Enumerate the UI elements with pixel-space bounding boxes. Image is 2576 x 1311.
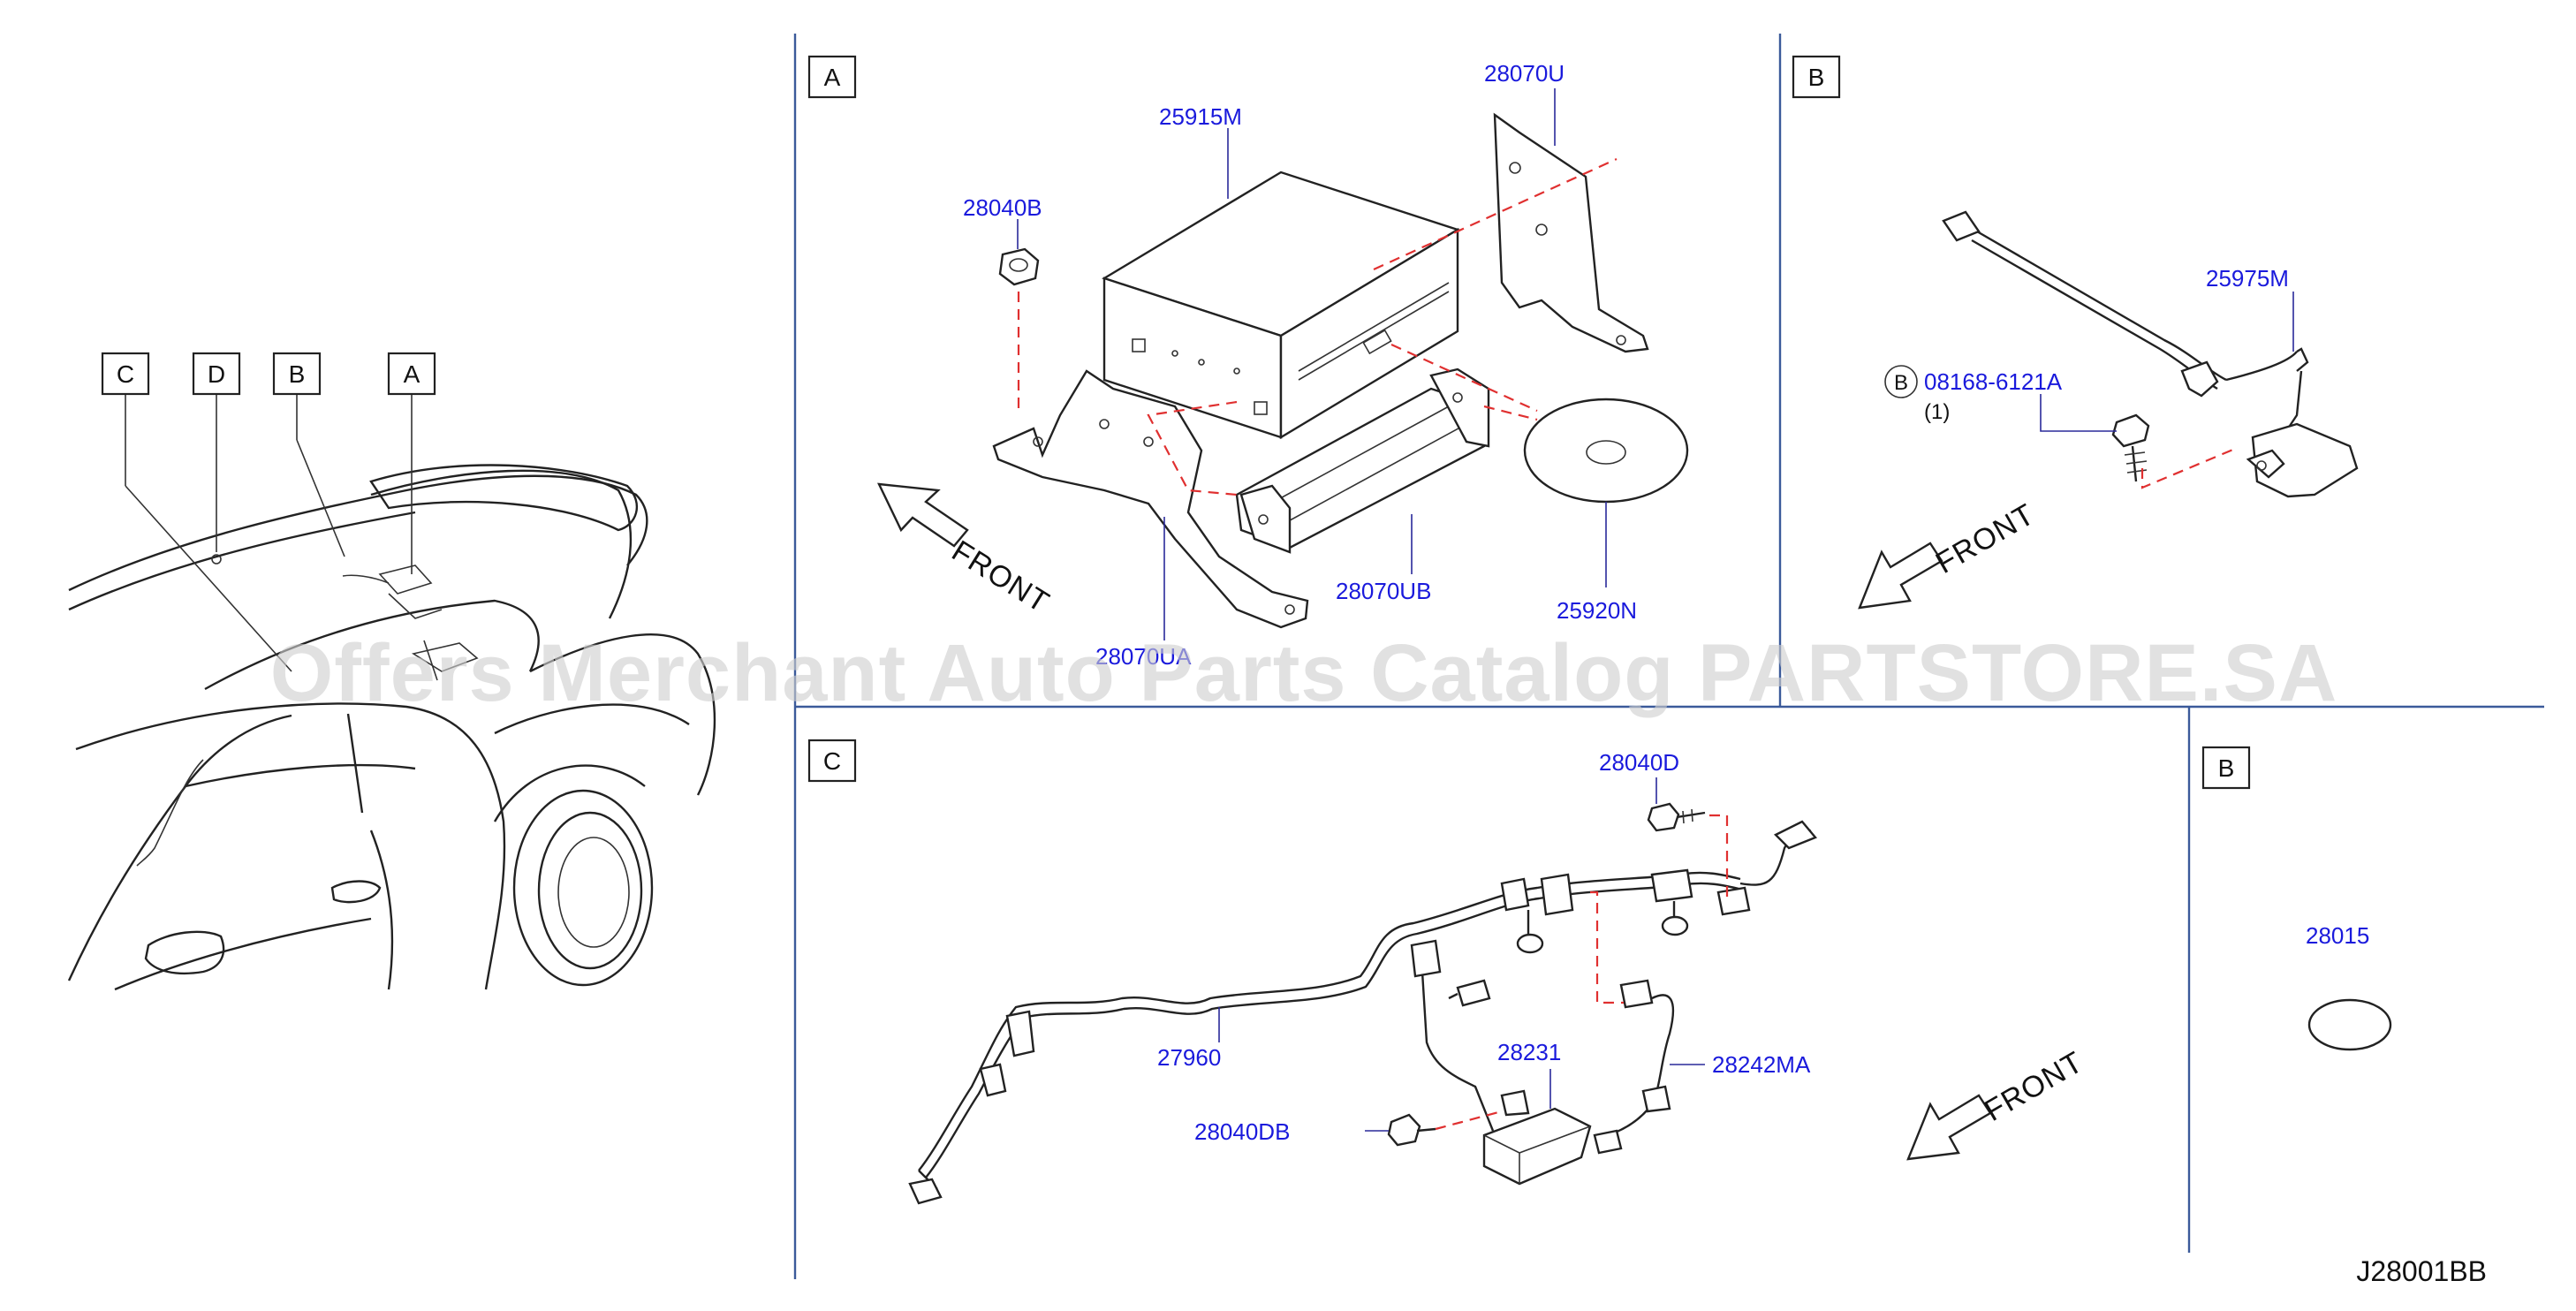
front-arrow-icon [1906,1094,1992,1161]
callout-28040b[interactable]: 28040B [963,194,1042,221]
callout-28242ma[interactable]: 28242MA [1712,1051,1811,1078]
callout-25920n[interactable]: 25920N [1557,597,1637,624]
callout-28040db[interactable]: 28040DB [1194,1118,1290,1145]
nav-unit-25915m[interactable] [1102,171,1460,440]
callout-28015[interactable]: 28015 [2306,922,2369,949]
bracket-28070u[interactable] [1493,112,1649,353]
bracket-28070ua[interactable] [992,369,1309,629]
panel-a-tag-box [807,55,857,99]
panel-b-top-front-label: FRONT [1930,497,2041,580]
nut-28040b[interactable] [998,247,1040,286]
panel-b-top-tag-box [1792,55,1841,99]
panel-a-front-label: FRONT [946,534,1056,620]
callout-08168-6121a[interactable]: 08168-6121A [1924,368,2063,395]
screw-28040db[interactable] [1387,1113,1436,1147]
panel-b-top-tag: B [1808,64,1825,91]
view-tag-b-label: B [289,360,306,388]
pad-28015[interactable] [2307,998,2392,1051]
panel-c-tag: C [823,747,841,775]
callout-28070ub[interactable]: 28070UB [1336,578,1431,604]
vehicle-overview [67,393,716,991]
view-tag-c[interactable]: C [101,352,150,396]
panel-b-bottom-tag-box [2201,746,2251,790]
panel-b-bottom-tag: B [2218,754,2235,782]
view-tag-a[interactable]: A [387,352,436,396]
panel-dividers [793,34,2544,1279]
bolt-prefix-label: B [1894,371,1908,395]
callout-28070u[interactable]: 28070U [1484,60,1565,87]
figure-code: J28001BB [2356,1255,2487,1287]
view-tag-b[interactable]: B [272,352,322,396]
view-tag-d-label: D [208,360,225,388]
view-tag-c-label: C [117,360,134,388]
antenna-cable-25975m[interactable] [1942,210,2359,498]
panel-c: C [807,739,2089,1205]
view-tag-a-label: A [404,360,420,388]
callout-28070ua[interactable]: 28070UA [1095,643,1192,670]
view-tag-d[interactable]: D [192,352,241,396]
harness-28242ma[interactable] [1593,979,1675,1155]
panel-c-front-label: FRONT [1979,1045,2089,1128]
callout-qty: (1) [1924,400,1950,424]
clip-28040d[interactable] [1647,802,1706,832]
tray-28070ub[interactable] [1235,368,1490,554]
front-arrow-icon [876,482,969,548]
harness-27960[interactable] [908,820,1817,1205]
panel-a: A [807,55,1689,670]
panel-a-tag: A [824,64,841,91]
callout-28040d[interactable]: 28040D [1599,749,1679,776]
bolt-08168-6121a[interactable] [2111,413,2150,482]
watermark: Offers Merchant Auto Parts Catalog PARTS… [270,628,2338,718]
module-28231[interactable] [1410,939,1592,1186]
disc-25920n[interactable] [1523,398,1689,504]
panel-c-tag-box [807,739,857,783]
callout-27960[interactable]: 27960 [1157,1044,1221,1071]
callout-28231[interactable]: 28231 [1497,1039,1561,1065]
callout-25915m[interactable]: 25915M [1159,103,1242,130]
panel-b-bottom: B 28015 [2201,746,2392,1051]
bolt-prefix-icon: B [1884,365,1918,398]
front-arrow-icon [1858,542,1943,610]
callout-25975m[interactable]: 25975M [2206,265,2289,292]
panel-b-top: B 25975M B [1792,55,2359,610]
